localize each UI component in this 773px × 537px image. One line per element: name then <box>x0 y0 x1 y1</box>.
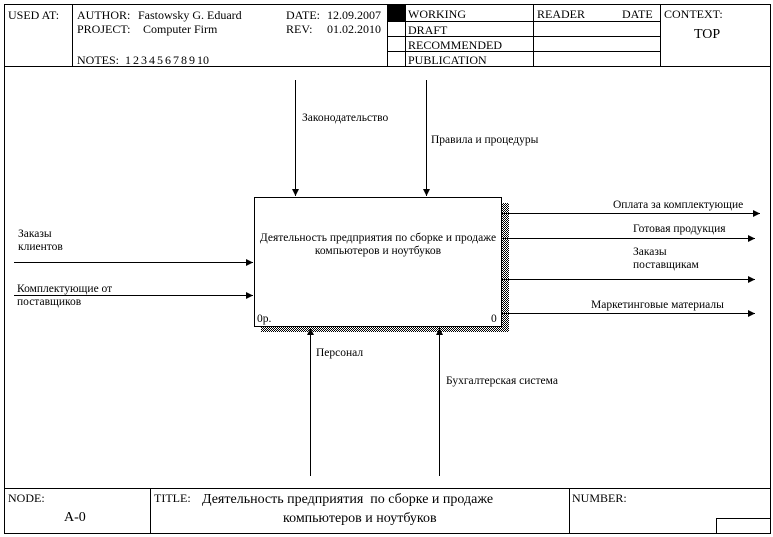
output-label-supplier-orders: Заказы поставщикам <box>633 246 699 271</box>
context-label: CONTEXT: <box>664 7 723 21</box>
control-label-legislation: Законодательство <box>302 112 389 124</box>
notes-values: 1 2 3 4 5 6 7 8 9 10 <box>125 53 209 67</box>
used-at-label: USED AT: <box>8 8 60 22</box>
output-label-payment: Оплата за комплектующие <box>613 199 744 211</box>
status-publication[interactable]: PUBLICATION <box>408 53 487 67</box>
date-value: 12.09.2007 <box>327 8 381 22</box>
mechanism-label-staff: Персонал <box>316 347 364 359</box>
input-label-components: Комплектующие от поставщиков <box>17 283 113 308</box>
activity-cost: 0р. <box>257 313 272 325</box>
title-label: TITLE: <box>154 491 191 505</box>
date-label: DATE: <box>286 8 320 22</box>
reader-label: READER <box>537 7 585 21</box>
project-label: PROJECT: <box>77 22 131 36</box>
status-draft[interactable]: DRAFT <box>408 23 448 37</box>
rev-value: 01.02.2010 <box>327 22 381 36</box>
output-label-finished-products: Готовая продукция <box>633 223 726 235</box>
footer-frame <box>4 488 771 534</box>
header-frame <box>4 4 771 67</box>
rev-label: REV: <box>286 22 313 36</box>
reader-date-label: DATE <box>622 7 653 21</box>
status-recommended[interactable]: RECOMMENDED <box>408 38 503 52</box>
author-label: AUTHOR: <box>77 8 131 22</box>
activity-number: 0 <box>491 313 497 325</box>
diagram-title-line1: Деятельность предприятия по сборке и про… <box>202 492 494 507</box>
number-label: NUMBER: <box>572 491 627 505</box>
output-label-marketing: Маркетинговые материалы <box>591 299 724 311</box>
project-value: Computer Firm <box>143 22 218 36</box>
diagram-title-line2: компьютеров и ноутбуков <box>283 511 437 526</box>
activity-name: Деятельность предприятия по сборке и про… <box>259 232 497 257</box>
mechanism-label-accounting: Бухгалтерская система <box>446 375 558 387</box>
input-label-customer-orders: Заказы клиентов <box>18 228 63 253</box>
context-value: TOP <box>694 27 721 42</box>
status-working[interactable]: WORKING <box>408 7 466 21</box>
control-label-rules: Правила и процедуры <box>431 134 539 146</box>
activity-box-shadow-right <box>502 203 509 331</box>
activity-box[interactable] <box>254 197 502 327</box>
node-value: A-0 <box>64 510 86 525</box>
notes-label: NOTES: <box>77 53 119 67</box>
node-label: NODE: <box>8 491 45 505</box>
activity-box-shadow-bottom <box>261 326 509 332</box>
author-value: Fastowsky G. Eduard <box>138 8 242 22</box>
working-status-marker <box>388 5 405 21</box>
